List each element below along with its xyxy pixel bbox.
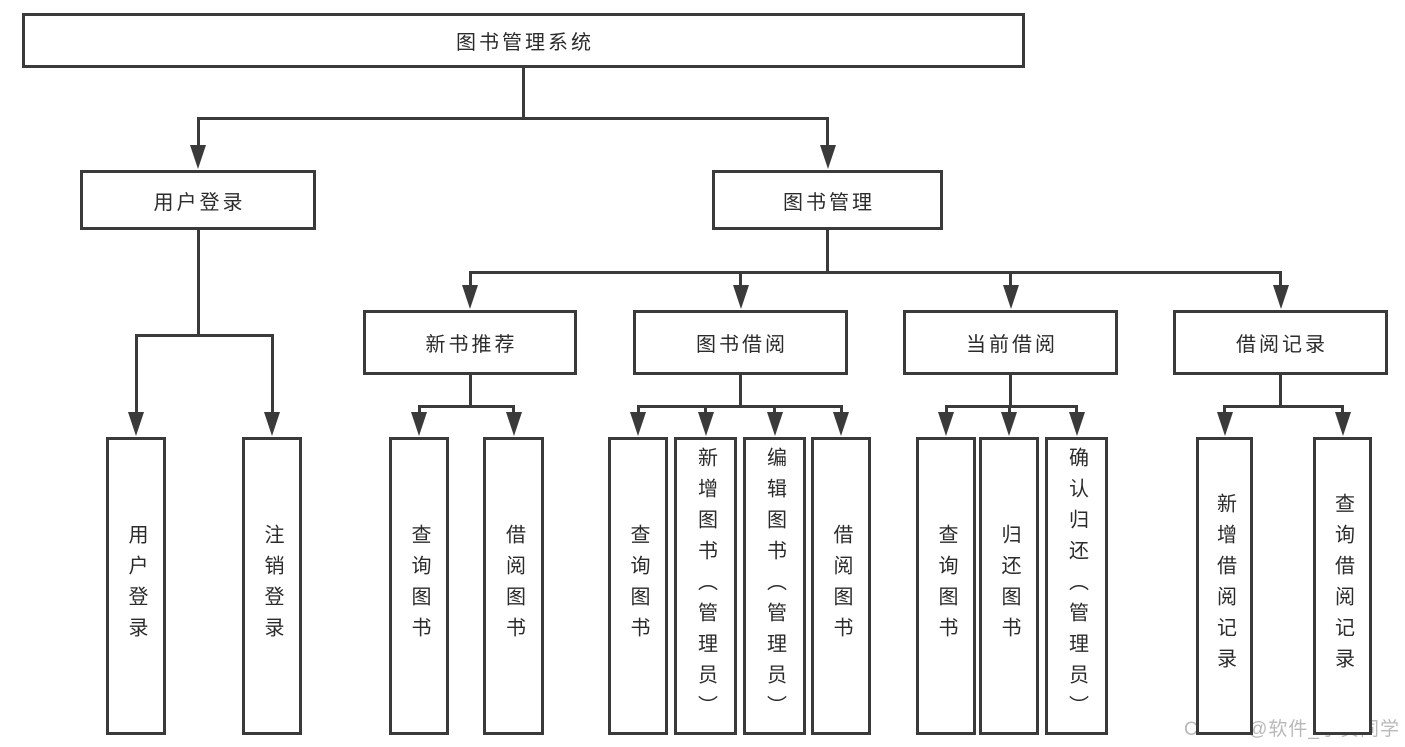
node-label: 归还图书 xyxy=(998,524,1020,648)
connector-line xyxy=(522,68,525,118)
node-leaf-confirm-return-admin: 确认归还（管理员） xyxy=(1045,437,1108,735)
node-current-borrowing: 当前借阅 xyxy=(903,310,1118,375)
node-leaf-borrow-books-2: 借阅图书 xyxy=(811,437,871,735)
arrow-head xyxy=(462,285,478,309)
connector-line xyxy=(944,404,1078,408)
node-leaf-edit-books-admin: 编辑图书（管理员） xyxy=(743,437,806,735)
arrow-head xyxy=(630,412,646,436)
connector-line xyxy=(468,375,472,406)
node-new-book-recommend: 新书推荐 xyxy=(363,310,577,375)
arrow-head xyxy=(766,412,783,436)
arrow-head xyxy=(833,412,849,436)
node-leaf-query-borrow-record: 查询借阅记录 xyxy=(1313,437,1372,735)
node-system-root: 图书管理系统 xyxy=(22,13,1025,68)
node-leaf-return-books: 归还图书 xyxy=(979,437,1039,735)
connector-line xyxy=(134,333,274,337)
node-leaf-query-books-1: 查询图书 xyxy=(389,437,449,735)
arrow-head xyxy=(697,412,714,436)
node-book-management: 图书管理 xyxy=(712,170,943,230)
connector-line xyxy=(1009,375,1012,406)
node-label: 查询借阅记录 xyxy=(1331,493,1354,679)
node-label: 用户登录 xyxy=(125,524,147,648)
node-leaf-query-books-2: 查询图书 xyxy=(608,437,668,735)
node-leaf-add-borrow-record: 新增借阅记录 xyxy=(1196,437,1253,735)
arrow-head xyxy=(1002,285,1019,309)
node-label: 确认归还（管理员） xyxy=(1065,446,1088,726)
arrow-head xyxy=(411,412,427,436)
node-label: 图书管理 xyxy=(783,191,875,214)
arrow-head xyxy=(1001,412,1017,436)
arrow-head xyxy=(1216,412,1233,436)
connector-line xyxy=(417,404,515,408)
connector-line xyxy=(196,116,829,120)
connector-line xyxy=(636,404,843,408)
connector-line xyxy=(196,230,200,335)
arrow-head xyxy=(1272,285,1289,309)
arrow-head xyxy=(819,145,836,169)
connector-line xyxy=(1223,404,1344,408)
arrow-head xyxy=(1068,412,1085,436)
node-label: 编辑图书（管理员） xyxy=(763,446,786,726)
arrow-head xyxy=(505,412,522,436)
node-borrowing-records: 借阅记录 xyxy=(1173,310,1388,375)
node-leaf-user-login: 用户登录 xyxy=(106,437,166,735)
arrow-head xyxy=(128,412,144,436)
connector-line xyxy=(196,118,200,158)
node-label: 图书管理系统 xyxy=(456,32,594,54)
connector-line xyxy=(1279,375,1282,406)
arrow-head xyxy=(1334,412,1351,436)
connector-line xyxy=(826,118,829,158)
arrow-head xyxy=(732,285,749,309)
node-leaf-borrow-books-1: 借阅图书 xyxy=(483,437,544,735)
node-label: 新书推荐 xyxy=(425,334,518,356)
node-leaf-query-books-3: 查询图书 xyxy=(916,437,976,735)
node-label: 图书借阅 xyxy=(696,334,788,356)
connector-line xyxy=(826,230,829,272)
connector-line xyxy=(270,335,274,425)
node-user-login: 用户登录 xyxy=(80,170,316,230)
arrow-head xyxy=(264,412,280,436)
node-label: 用户登录 xyxy=(153,191,246,214)
arrow-head xyxy=(938,412,954,436)
node-book-borrowing: 图书借阅 xyxy=(633,310,848,375)
node-label: 借阅记录 xyxy=(1236,334,1328,356)
connector-line xyxy=(468,270,1282,274)
node-label: 新增图书（管理员） xyxy=(694,446,717,726)
node-label: 查询图书 xyxy=(935,524,957,648)
connector-line xyxy=(134,335,138,425)
node-label: 查询图书 xyxy=(408,524,430,648)
arrow-head xyxy=(190,145,206,169)
connector-line xyxy=(739,375,742,406)
node-label: 借阅图书 xyxy=(830,524,852,648)
node-label: 当前借阅 xyxy=(966,334,1058,356)
node-label: 查询图书 xyxy=(627,524,649,648)
node-label: 新增借阅记录 xyxy=(1213,493,1236,679)
node-leaf-logout: 注销登录 xyxy=(242,437,302,735)
node-label: 借阅图书 xyxy=(502,524,525,648)
node-label: 注销登录 xyxy=(261,524,283,648)
node-leaf-add-books-admin: 新增图书（管理员） xyxy=(674,437,737,735)
